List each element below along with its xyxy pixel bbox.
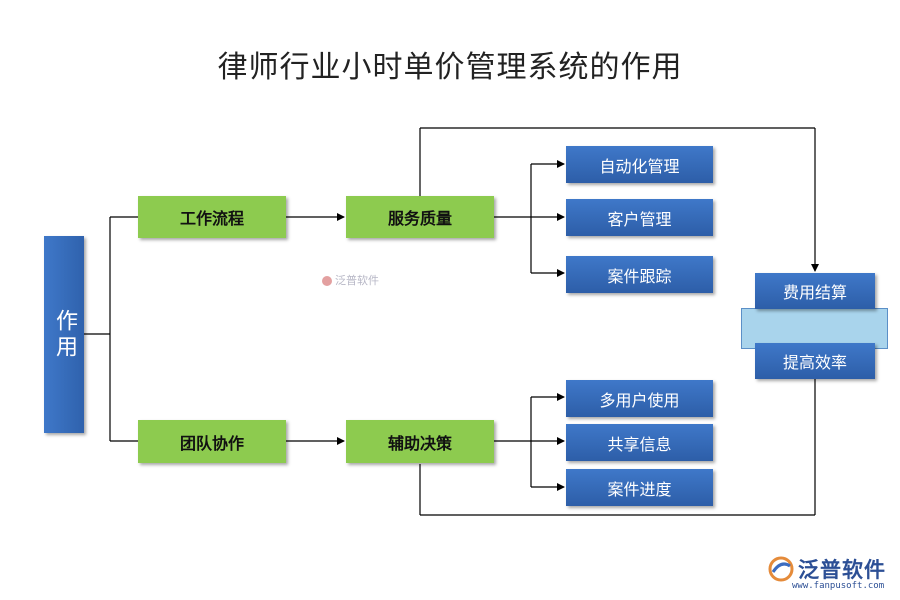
node-team-collaboration: 团队协作 bbox=[138, 420, 286, 463]
leaf-shared-info: 共享信息 bbox=[566, 424, 713, 461]
leaf-client-management: 客户管理 bbox=[566, 199, 713, 236]
root-label: 作用 bbox=[52, 308, 77, 361]
brand-logo: 泛普软件 www.fanpusoft.com bbox=[768, 552, 894, 596]
leaf-shared-info-label: 共享信息 bbox=[607, 434, 672, 454]
leaf-case-tracking-label: 案件跟踪 bbox=[607, 266, 672, 286]
watermark: 泛普软件 bbox=[322, 272, 379, 288]
leaf-automation-label: 自动化管理 bbox=[599, 156, 680, 176]
node-fee-settlement-label: 费用结算 bbox=[782, 283, 847, 302]
watermark-logo-icon bbox=[322, 276, 332, 286]
leaf-case-progress: 案件进度 bbox=[566, 469, 713, 506]
brand-swirl-icon bbox=[768, 556, 794, 582]
node-decision-support: 辅助决策 bbox=[346, 420, 494, 463]
diagram-title: 律师行业小时单价管理系统的作用 bbox=[217, 50, 683, 85]
node-workflow-label: 工作流程 bbox=[179, 209, 244, 228]
watermark-text: 泛普软件 bbox=[335, 274, 379, 287]
root-node: 作用 bbox=[44, 236, 84, 433]
brand-url: www.fanpusoft.com bbox=[792, 581, 885, 591]
node-team-collaboration-label: 团队协作 bbox=[179, 433, 244, 453]
node-efficiency: 提高效率 bbox=[755, 343, 875, 379]
leaf-client-management-label: 客户管理 bbox=[607, 209, 672, 229]
leaf-case-progress-label: 案件进度 bbox=[607, 479, 672, 499]
node-fee-settlement: 费用结算 bbox=[755, 273, 875, 309]
brand-name: 泛普软件 bbox=[798, 558, 886, 582]
leaf-multi-user: 多用户使用 bbox=[566, 380, 713, 417]
node-efficiency-label: 提高效率 bbox=[782, 353, 847, 372]
node-workflow: 工作流程 bbox=[138, 196, 286, 238]
node-service-quality-label: 服务质量 bbox=[387, 209, 452, 228]
leaf-automation: 自动化管理 bbox=[566, 146, 713, 183]
node-decision-support-label: 辅助决策 bbox=[387, 433, 452, 453]
node-service-quality: 服务质量 bbox=[346, 196, 494, 238]
leaf-case-tracking: 案件跟踪 bbox=[566, 256, 713, 293]
leaf-multi-user-label: 多用户使用 bbox=[599, 390, 680, 410]
